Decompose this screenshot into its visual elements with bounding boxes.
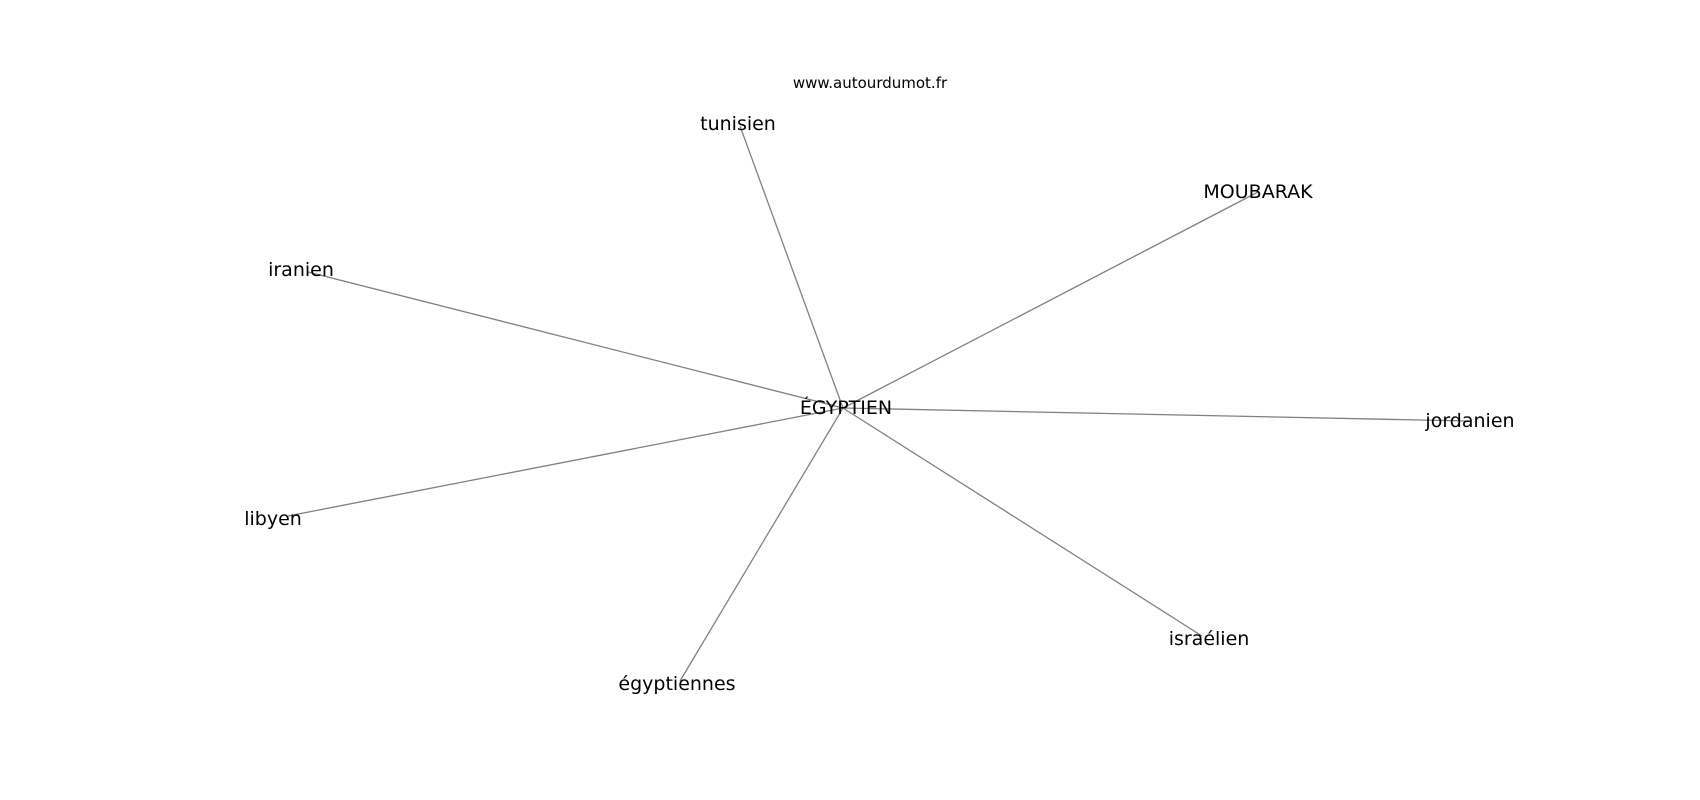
nodes: ÉGYPTIEN tunisien MOUBARAK iranien jorda… — [244, 113, 1514, 695]
node-center[interactable]: ÉGYPTIEN — [800, 396, 892, 419]
edge-egyptiennes — [679, 407, 844, 682]
edges — [287, 125, 1469, 682]
edge-tunisien — [739, 125, 844, 409]
edge-jordanien — [842, 407, 1469, 422]
node-israelien[interactable]: israélien — [1169, 628, 1250, 650]
node-egyptiennes[interactable]: égyptiennes — [618, 673, 735, 695]
edge-iranien — [307, 271, 844, 409]
node-iranien[interactable]: iranien — [268, 259, 334, 281]
node-tunisien[interactable]: tunisien — [700, 113, 776, 135]
edge-libyen — [287, 407, 844, 517]
edge-moubarak — [842, 191, 1259, 409]
node-libyen[interactable]: libyen — [244, 508, 302, 530]
node-moubarak[interactable]: MOUBARAK — [1203, 181, 1313, 203]
edge-israelien — [842, 407, 1203, 637]
node-jordanien[interactable]: jordanien — [1424, 410, 1514, 432]
site-watermark: www.autourdumot.fr — [793, 74, 948, 92]
